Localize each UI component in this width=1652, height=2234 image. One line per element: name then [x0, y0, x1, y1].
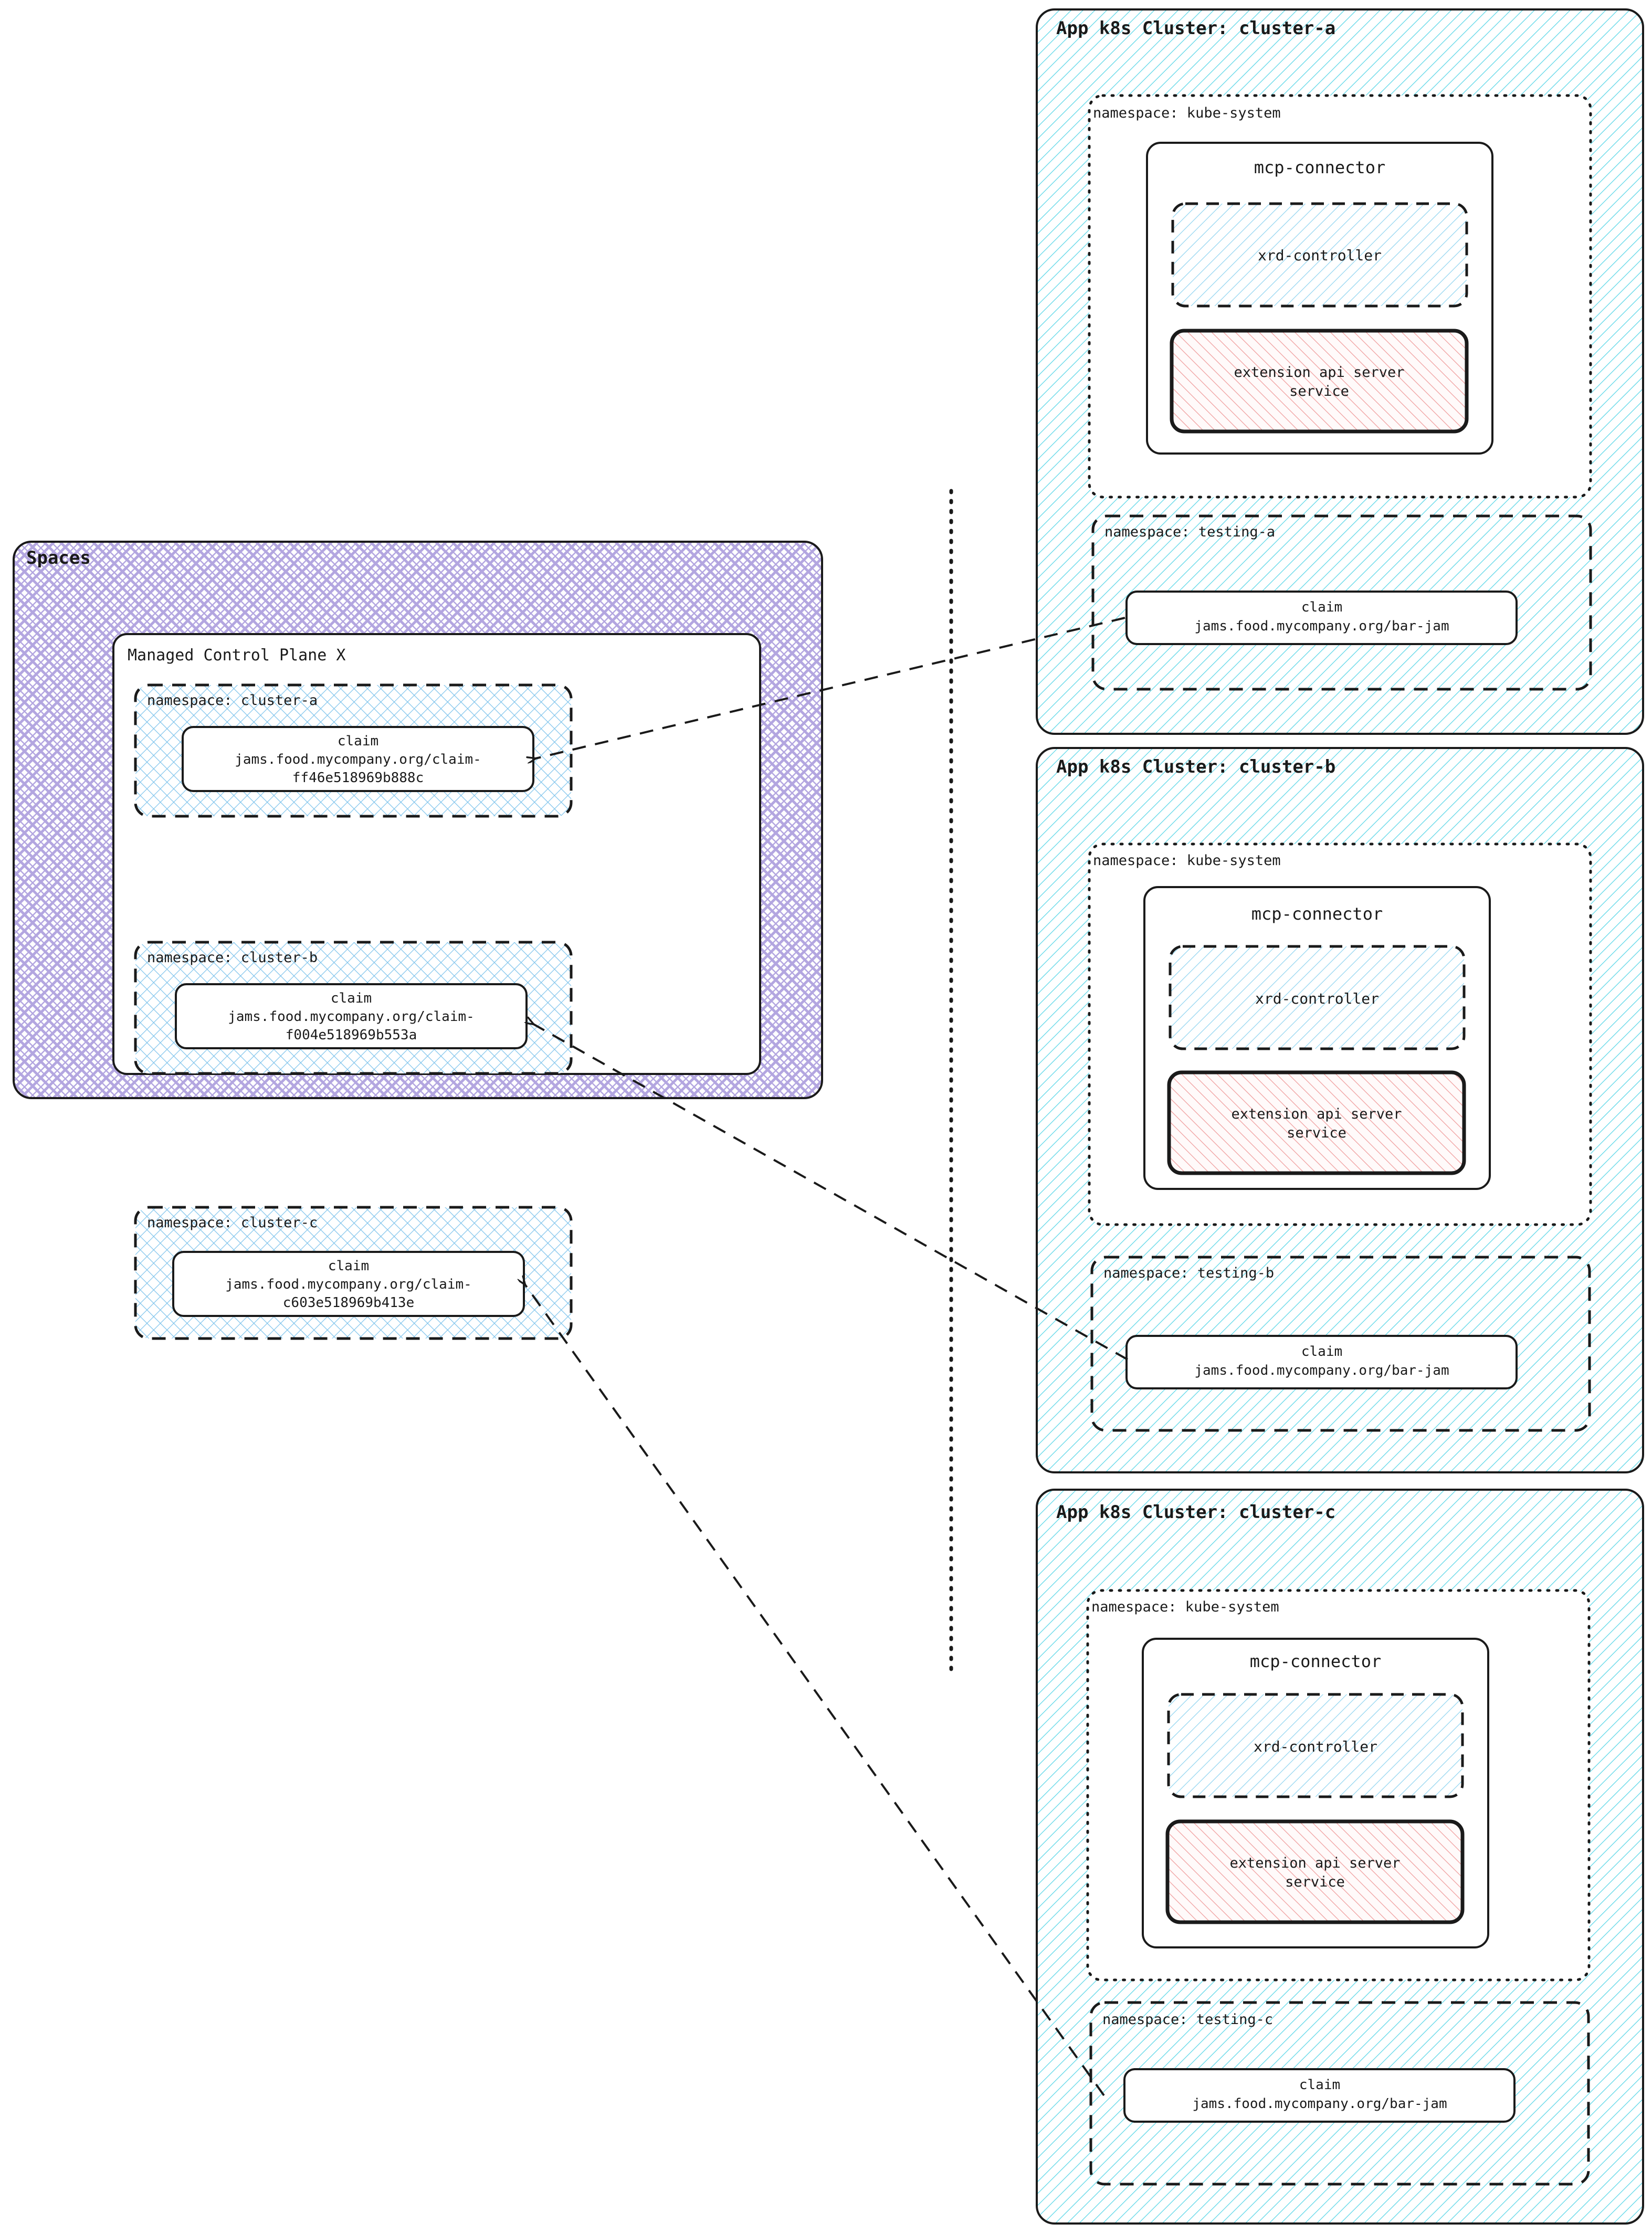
claim-kind-cluster-c: claim: [328, 1258, 369, 1274]
cluster-b-kube-system-label: namespace: kube-system: [1093, 852, 1281, 869]
cluster-c-testing-claim-kind: claim: [1299, 2077, 1340, 2093]
managed-control-plane: Managed Control Plane X namespace: clust…: [112, 633, 761, 1340]
claim-kind-cluster-a: claim: [338, 733, 378, 749]
cluster-b-xrd-controller-label: xrd-controller: [1255, 990, 1379, 1007]
cluster-b-panel: App k8s Cluster: cluster-b namespace: ku…: [1036, 747, 1644, 1473]
cluster-b-api-service-line2: service: [1287, 1125, 1346, 1141]
cluster-c-testing-claim-box[interactable]: [1123, 2068, 1516, 2123]
cluster-b-xrd-controller-box: [1169, 945, 1466, 1050]
cluster-c-extension-api-server-box: [1165, 1819, 1465, 1924]
claim-ref-cluster-c-line1: jams.food.mycompany.org/claim-: [225, 1277, 472, 1292]
cluster-a-title: App k8s Cluster: cluster-a: [1056, 18, 1335, 39]
cluster-a-xrd-controller-label: xrd-controller: [1258, 247, 1382, 264]
claim-ref-cluster-a-line2: ff46e518969b888c: [292, 770, 424, 786]
cluster-c-mcp-connector-label: mcp-connector: [1250, 1651, 1381, 1671]
arrow-testing-c-to-claim-c: [525, 1284, 1105, 2096]
cluster-b-mcp-connector-label: mcp-connector: [1251, 904, 1383, 924]
cluster-b-api-service-line1: extension api server: [1231, 1106, 1402, 1122]
claim-ref-cluster-b-line2: f004e518969b553a: [286, 1027, 417, 1043]
cluster-a-xrd-controller-box: [1171, 202, 1468, 308]
control-plane-label: Managed Control Plane X: [128, 646, 345, 665]
mcp-namespace-cluster-b: namespace: cluster-b claim jams.food.myc…: [134, 941, 573, 1075]
cluster-c-xrd-controller-label: xrd-controller: [1254, 1738, 1377, 1755]
claim-ref-cluster-c-line2: c603e518969b413e: [283, 1295, 414, 1311]
mcp-namespace-cluster-c: namespace: cluster-c claim jams.food.myc…: [134, 1206, 573, 1340]
cluster-a-api-service-line2: service: [1289, 383, 1349, 399]
cluster-c-testing-ns-label: namespace: testing-c: [1102, 2011, 1273, 2028]
claim-kind-cluster-b: claim: [331, 990, 372, 1006]
cluster-c-testing-claim-ref: jams.food.mycompany.org/bar-jam: [1192, 2096, 1447, 2112]
cluster-b-extension-api-server-box: [1167, 1070, 1466, 1175]
cluster-b-testing-ns-label: namespace: testing-b: [1103, 1265, 1274, 1281]
arrow-testing-a-to-claim-a: [535, 617, 1125, 758]
cluster-a-extension-api-server-box: [1170, 329, 1469, 434]
spaces-label: Spaces: [26, 547, 91, 568]
connection-arrows: [525, 617, 1128, 2096]
cluster-c-api-service-line1: extension api server: [1229, 1855, 1400, 1871]
namespace-cluster-b-label: namespace: cluster-b: [147, 950, 318, 966]
spaces-container: Spaces Managed Control Plane X namespace…: [13, 541, 823, 1340]
cluster-a-api-service-line1: extension api server: [1234, 364, 1404, 381]
cluster-b-title: App k8s Cluster: cluster-b: [1056, 756, 1335, 777]
cluster-a-testing-claim-ref: jams.food.mycompany.org/bar-jam: [1194, 618, 1449, 634]
mcp-namespace-cluster-a: namespace: cluster-a claim jams.food.myc…: [134, 683, 573, 818]
cluster-c-kube-system-label: namespace: kube-system: [1091, 1599, 1279, 1615]
cluster-c-xrd-controller-box: [1167, 1693, 1464, 1798]
namespace-cluster-a-label: namespace: cluster-a: [147, 692, 318, 709]
cluster-b-testing-claim-box[interactable]: [1125, 1335, 1518, 1389]
cluster-a-testing-ns-label: namespace: testing-a: [1104, 524, 1275, 540]
cluster-c-api-service-line2: service: [1285, 1874, 1345, 1890]
cluster-a-testing-claim-box[interactable]: [1125, 591, 1518, 645]
claim-ref-cluster-b-line1: jams.food.mycompany.org/claim-: [228, 1009, 475, 1025]
cluster-b-testing-claim-kind: claim: [1301, 1344, 1342, 1360]
cluster-a-panel: App k8s Cluster: cluster-a namespace: ku…: [1036, 8, 1644, 735]
claim-ref-cluster-a-line1: jams.food.mycompany.org/claim-: [235, 752, 481, 767]
namespace-cluster-c-label: namespace: cluster-c: [147, 1215, 318, 1231]
cluster-c-panel: App k8s Cluster: cluster-c namespace: ku…: [1036, 1489, 1644, 2225]
claim-box-cluster-b[interactable]: [175, 983, 528, 1049]
cluster-a-testing-claim-kind: claim: [1301, 599, 1342, 615]
cluster-a-kube-system-label: namespace: kube-system: [1093, 105, 1281, 121]
cluster-b-testing-claim-ref: jams.food.mycompany.org/bar-jam: [1194, 1363, 1449, 1378]
cluster-a-mcp-connector-label: mcp-connector: [1254, 157, 1385, 177]
cluster-c-title: App k8s Cluster: cluster-c: [1056, 1502, 1335, 1523]
